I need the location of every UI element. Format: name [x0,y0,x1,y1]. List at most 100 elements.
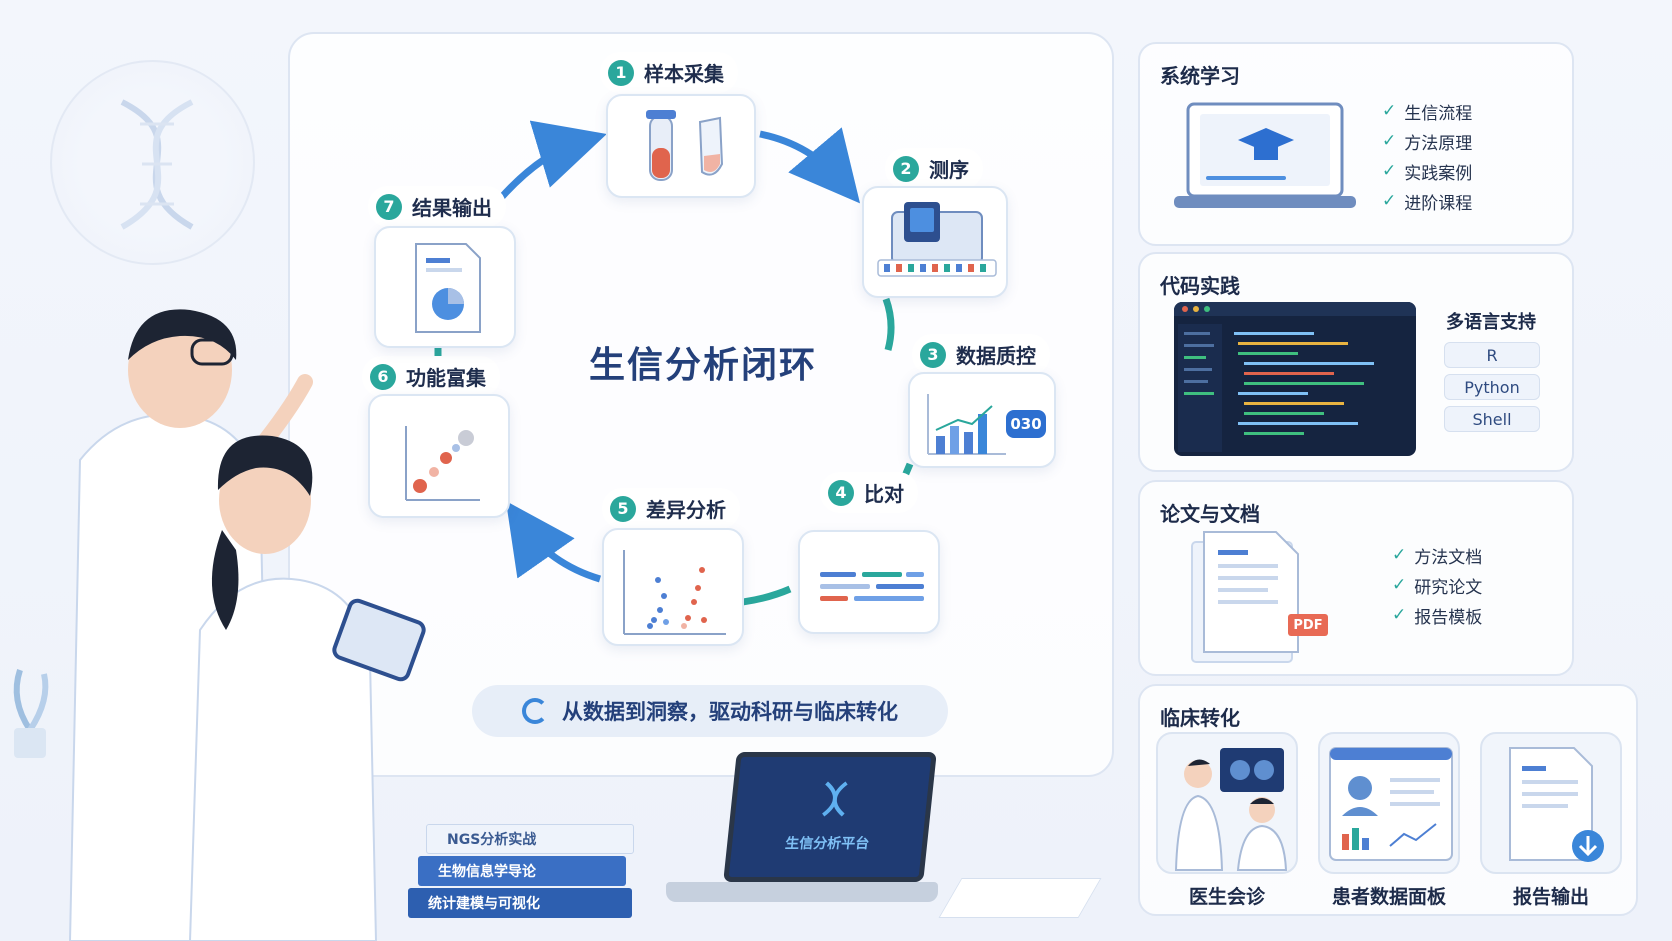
laptop-base [666,882,938,902]
check-icon: ✓ [1392,545,1407,565]
learning-item[interactable]: ✓方法原理 [1382,131,1473,154]
step-6-card[interactable] [368,394,510,518]
step-7-card[interactable] [374,226,516,348]
clinical-tile-patient-dashboard[interactable] [1318,732,1460,874]
connector-2-to-3 [882,297,895,351]
laptop-screen: 生信分析平台 [723,752,937,882]
step-2-card[interactable] [862,186,1008,298]
dna-logo-icon [822,781,848,817]
scientists-illustration [68,309,426,941]
check-icon: ✓ [1382,101,1397,121]
learning-list: ✓生信流程 ✓方法原理 ✓实践案例 ✓进阶课程 [1382,96,1472,216]
language-list: R Python Shell [1444,342,1540,438]
step-1-label[interactable]: 1 样本采集 [600,52,738,93]
learning-title: 系统学习 [1160,64,1240,88]
step-5-label[interactable]: 5 差异分析 [602,488,740,529]
step-6-label[interactable]: 6 功能富集 [362,356,500,397]
clinical-tile-report-export[interactable] [1480,732,1622,874]
step-2-number: 2 [893,155,919,182]
step-5-card[interactable] [602,528,744,646]
docs-item[interactable]: ✓报告模板 [1392,605,1483,628]
docs-title: 论文与文档 [1160,502,1260,526]
sequencer-icon [877,202,997,277]
step-2-text: 测序 [929,158,969,182]
tagline-text: 从数据到洞察，驱动科研与临床转化 [562,700,898,724]
step-4-text: 比对 [864,482,904,506]
step-4-number: 4 [828,479,854,506]
learning-card[interactable]: 系统学习 ✓生信流程 ✓方法原理 ✓实践案例 ✓进阶课程 [1138,42,1574,246]
step-7-number: 7 [376,193,402,220]
minimize-dot-icon [1193,306,1199,312]
book-stats: 统计建模与可视化 [408,888,632,918]
patient-dashboard-icon [1329,747,1453,861]
step-7-text: 结果输出 [412,196,492,220]
docs-item[interactable]: ✓方法文档 [1392,545,1483,568]
step-6-text: 功能富集 [406,366,486,390]
clinical-caption-patient-dashboard: 患者数据面板 [1331,886,1446,908]
dna-emblem [50,60,255,265]
arrow-7-to-1 [497,120,607,202]
step-4-label[interactable]: 4 比对 [820,472,918,513]
tagline-banner: 从数据到洞察，驱动科研与临床转化 [472,685,948,737]
close-dot-icon [1182,306,1188,312]
check-icon: ✓ [1392,575,1407,595]
check-icon: ✓ [1382,131,1397,151]
clinical-tile-consult[interactable] [1156,732,1298,874]
clinical-title: 临床转化 [1160,706,1240,730]
report-document-icon [415,243,481,333]
step-1-card[interactable] [606,94,756,198]
step-3-number: 3 [920,341,946,368]
learning-item[interactable]: ✓进阶课程 [1382,191,1473,214]
alignment-reads-icon [820,572,924,601]
check-icon: ✓ [1382,191,1397,211]
maximize-dot-icon [1204,306,1210,312]
doctors-consult-icon [1174,748,1288,871]
pdf-badge: PDF [1288,614,1328,636]
arrow-1-to-2 [759,127,861,204]
learning-item[interactable]: ✓实践案例 [1382,161,1473,184]
docs-card[interactable]: 论文与文档 PDF ✓方法文档 ✓研究论文 ✓报告模板 [1138,480,1574,676]
arrow-5-to-6 [505,501,602,583]
test-tube-icon [646,110,724,181]
learning-item[interactable]: ✓生信流程 [1382,101,1473,124]
step-3-card[interactable]: 030 [908,372,1056,468]
report-download-icon [1509,747,1604,862]
language-r[interactable]: R [1444,342,1540,368]
multi-language-label: 多语言支持 [1446,312,1536,333]
qc-bar-chart-icon [927,394,1006,455]
refresh-icon [522,698,548,724]
volcano-plot-icon [623,550,726,635]
check-icon: ✓ [1392,605,1407,625]
qc-score-badge: 030 [1006,410,1046,438]
workflow-panel: 生信分析闭环 1 样本采集 2 测序 [288,32,1114,777]
check-icon: ✓ [1382,161,1397,181]
docs-list: ✓方法文档 ✓研究论文 ✓报告模板 [1392,540,1482,630]
code-lines [1178,324,1374,452]
step-5-text: 差异分析 [646,498,726,522]
step-3-text: 数据质控 [956,344,1036,368]
step-7-label[interactable]: 7 结果输出 [368,186,506,227]
step-1-text: 样本采集 [644,62,724,86]
code-card[interactable]: 代码实践 多语言支持 R Python Shell [1138,252,1574,472]
enrichment-plot-icon [405,426,480,501]
language-python[interactable]: Python [1444,374,1540,400]
paper-sheet [938,878,1102,918]
clinical-card[interactable]: 临床转化 医生会诊 患者数据面板 [1138,684,1638,916]
books-stack: NGS分析实战 生物信息学导论 统计建模与可视化 [408,824,638,918]
step-1-number: 1 [608,59,634,86]
clinical-caption-consult: 医生会诊 [1188,886,1265,908]
workflow-title: 生信分析闭环 [588,345,817,386]
editor-titlebar [1174,302,1416,316]
dna-icon [120,99,194,230]
clinical-caption-report-export: 报告输出 [1512,886,1589,908]
laptop: 生信分析平台 [666,752,938,912]
code-title: 代码实践 [1160,274,1240,298]
step-3-label[interactable]: 3 数据质控 [912,334,1050,375]
step-2-label[interactable]: 2 测序 [885,148,983,189]
laptop-screen-label: 生信分析平台 [784,836,871,852]
laptop-course-icon [1174,102,1356,208]
docs-item[interactable]: ✓研究论文 [1392,575,1483,598]
book-ngs: NGS分析实战 [426,824,634,854]
language-shell[interactable]: Shell [1444,406,1540,432]
step-4-card[interactable] [798,530,940,634]
